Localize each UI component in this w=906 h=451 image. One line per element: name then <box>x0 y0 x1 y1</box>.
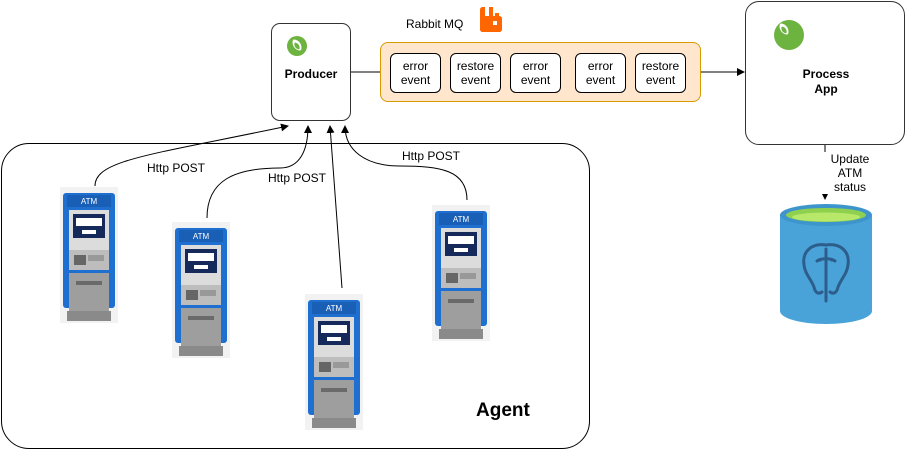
atm-icon: ATM <box>432 205 490 341</box>
producer-title: Producer <box>284 67 338 81</box>
postgres-database-icon <box>780 204 872 324</box>
rabbitmq-label: Rabbit MQ <box>406 17 464 31</box>
atm2-post-edge <box>206 125 312 219</box>
atm-machine: ATM <box>58 185 120 330</box>
atm1-post-edge <box>94 123 289 187</box>
atm-sign-label: ATM <box>81 197 98 206</box>
agent-title: Agent <box>476 400 530 421</box>
atm-machine: ATM <box>170 220 232 365</box>
edge-label-post2: Http POST <box>268 171 327 185</box>
rabbitmq-icon <box>480 7 502 32</box>
spring-icon <box>774 20 804 50</box>
spring-icon <box>287 36 307 56</box>
atm-sign-label: ATM <box>326 304 343 313</box>
atm-icon: ATM <box>60 187 118 323</box>
atm-icon: ATM <box>172 222 230 358</box>
atm3-post-edge <box>326 125 343 289</box>
atm4-post-edge <box>341 125 468 201</box>
atm-machine: ATM <box>303 292 365 437</box>
agent-group <box>1 143 590 449</box>
atm-machine: ATM <box>430 203 492 348</box>
producer-node: Producer <box>271 23 351 121</box>
atm-sign-label: ATM <box>453 215 470 224</box>
edge-label-post3: Http POST <box>402 149 461 163</box>
edge-label-post1: Http POST <box>147 161 206 175</box>
atm-icon: ATM <box>305 294 363 430</box>
atm-sign-label: ATM <box>193 232 210 241</box>
